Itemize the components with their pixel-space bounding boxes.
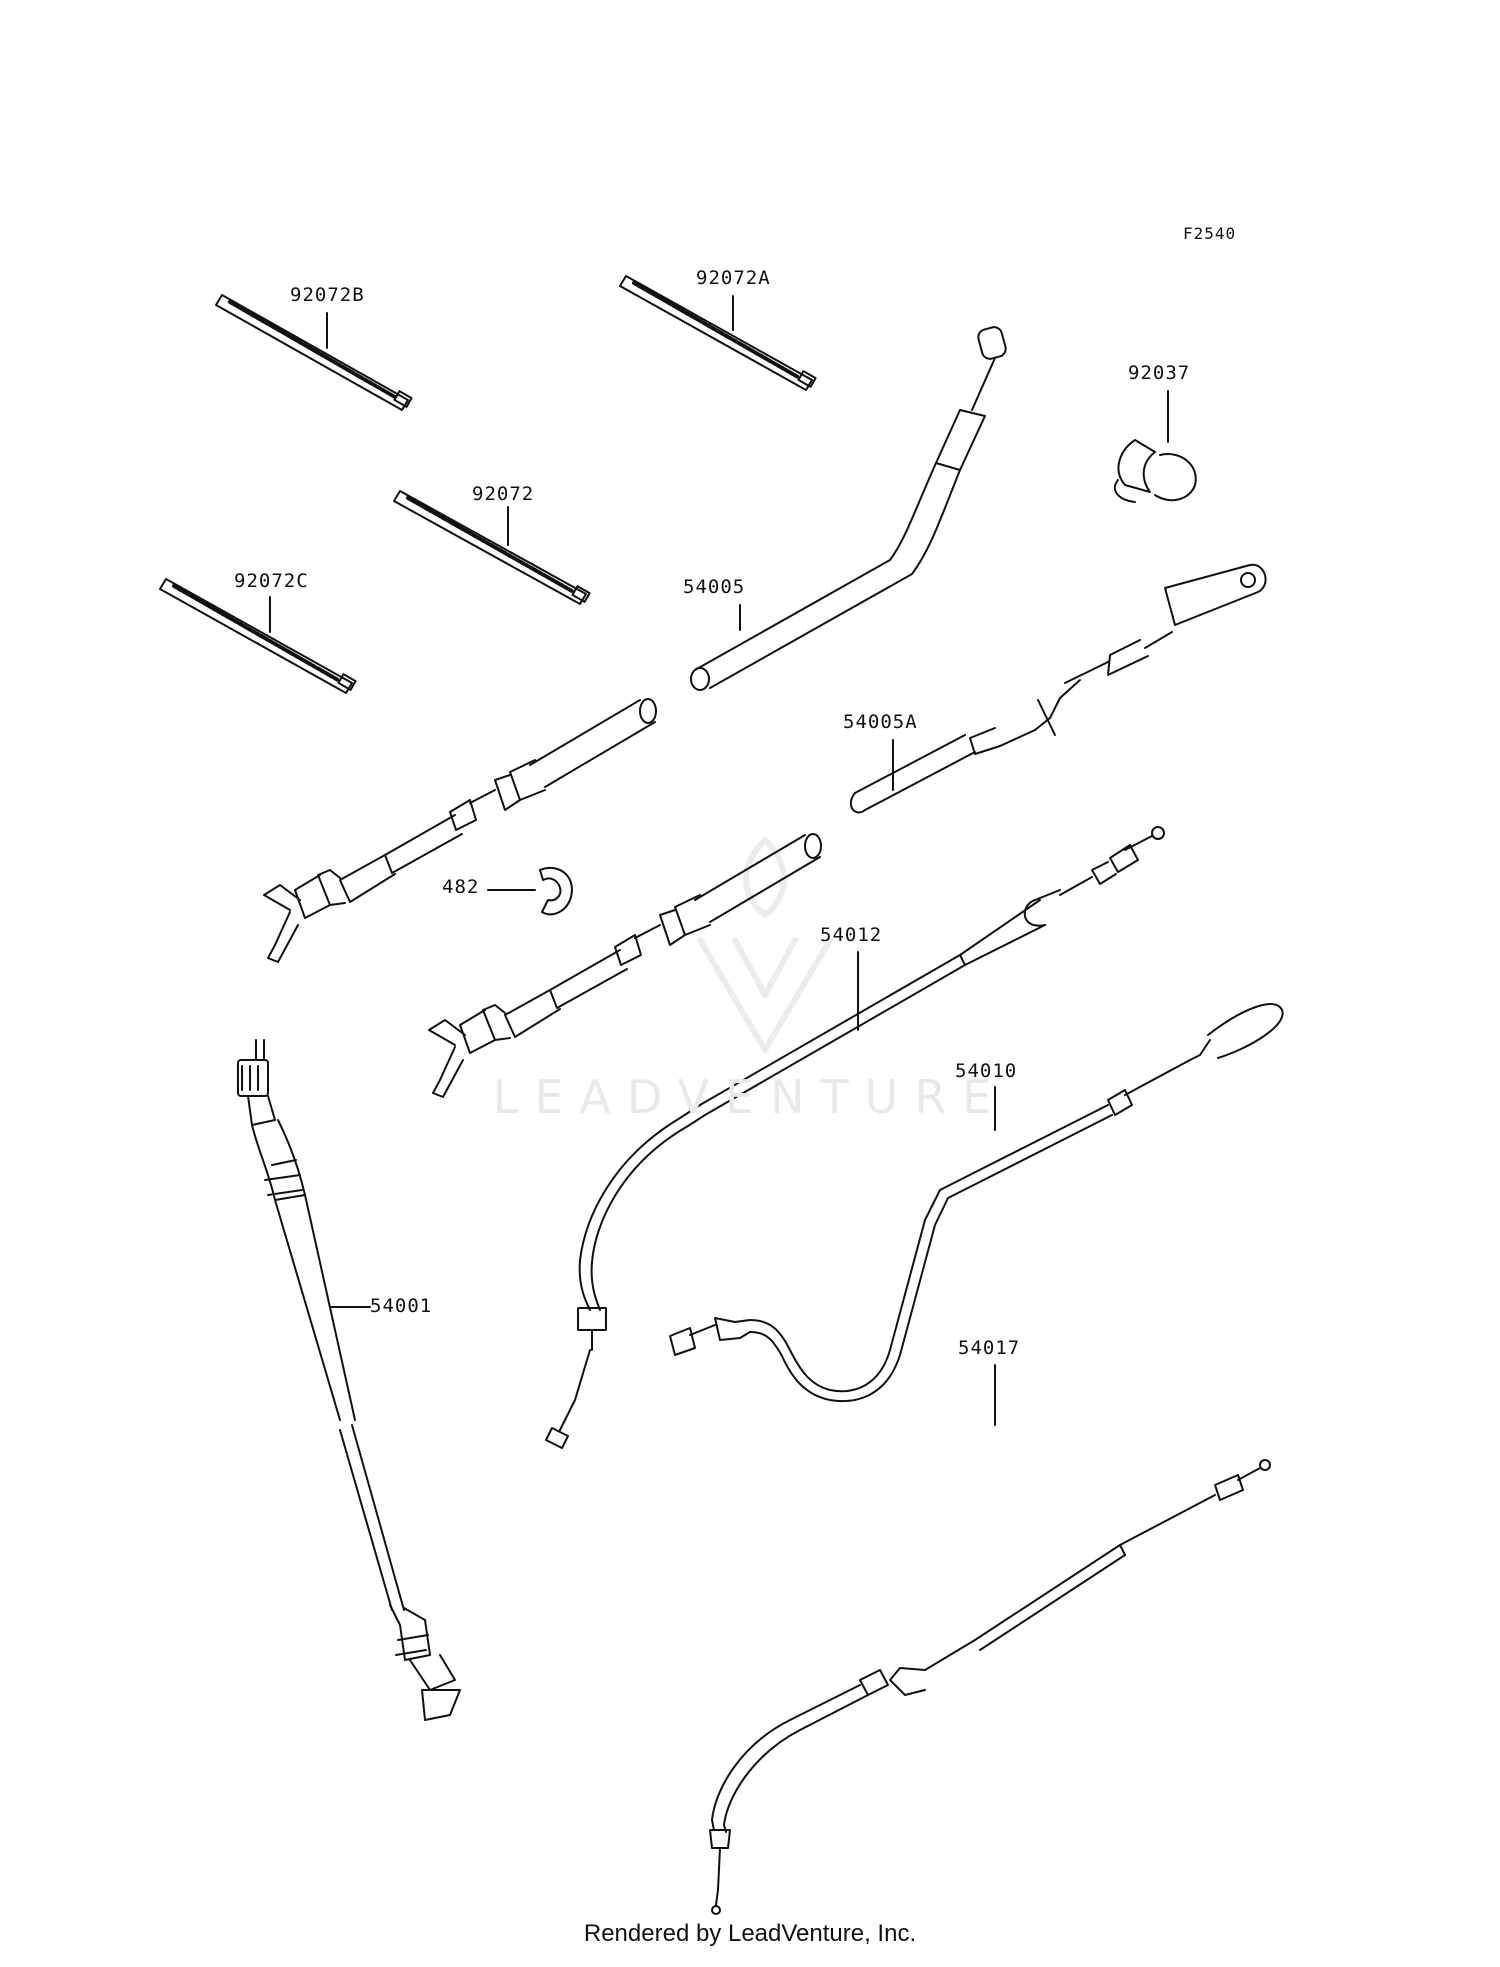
cable-54010 (669, 1003, 1284, 1402)
part-label-92072[interactable]: 92072 (472, 483, 535, 505)
cable-54005 (690, 326, 1007, 691)
cable-54012 (545, 826, 1165, 1449)
part-label-92037[interactable]: 92037 (1128, 362, 1191, 384)
clip-482 (539, 867, 573, 916)
cable-54017 (709, 1459, 1271, 1915)
cable-tie-92072c (159, 578, 357, 694)
footer-credit: Rendered by LeadVenture, Inc. (583, 1920, 917, 1947)
cable-assembly-upper (263, 698, 657, 963)
part-label-92072c[interactable]: 92072C (234, 570, 309, 592)
part-label-54001[interactable]: 54001 (370, 1295, 433, 1317)
part-label-54005[interactable]: 54005 (683, 576, 746, 598)
figure-code: F2540 (1183, 224, 1237, 243)
part-label-482[interactable]: 482 (442, 876, 480, 898)
cable-tie-92072a (619, 275, 817, 391)
leader-lines (269, 295, 1169, 1426)
cable-tie-92072 (393, 490, 591, 605)
cable-54005a (849, 563, 1267, 814)
part-label-92072b[interactable]: 92072B (290, 284, 365, 306)
cable-54001 (237, 1039, 461, 1721)
cable-assembly-lower (428, 833, 822, 1098)
part-label-92072a[interactable]: 92072A (696, 267, 771, 289)
cable-tie-92072b (215, 294, 413, 411)
part-label-54017[interactable]: 54017 (958, 1337, 1021, 1359)
part-label-54010[interactable]: 54010 (955, 1060, 1018, 1082)
part-label-54005a[interactable]: 54005A (843, 711, 918, 733)
watermark-logo (697, 837, 833, 1053)
clamp-92037 (1113, 439, 1197, 503)
part-label-54012[interactable]: 54012 (820, 924, 883, 946)
watermark-text: LEADVENTURE (492, 1070, 1008, 1124)
